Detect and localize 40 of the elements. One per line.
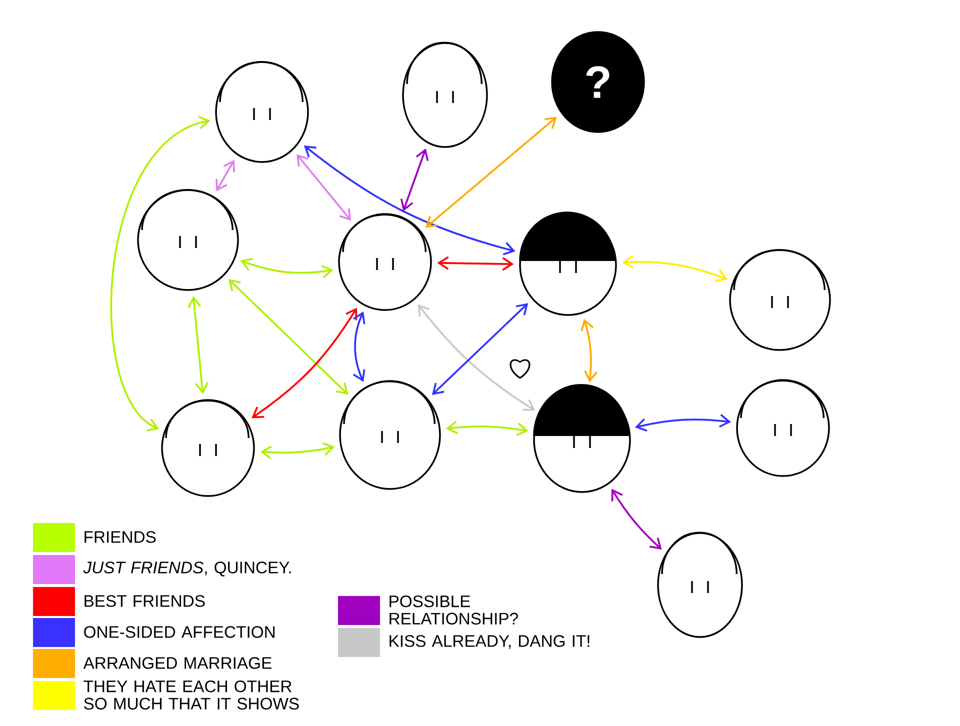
arrow [437, 256, 514, 271]
arrow [240, 258, 334, 278]
arrow [446, 420, 528, 436]
legend-text: ARRANGED MARRIAGE [83, 657, 272, 669]
arrow [296, 154, 352, 221]
arrow [418, 304, 536, 411]
legend-text: JUST FRIENDS, QUINCEY. [83, 562, 291, 576]
arrow [622, 255, 728, 282]
arrow [188, 296, 209, 394]
arrow [425, 116, 557, 228]
legend-text: BEST FRIENDS [84, 595, 205, 607]
face-drawing [519, 212, 617, 316]
face-drawing [402, 42, 488, 148]
face-drawing [137, 189, 239, 291]
legend-text: THEY HATE EACH OTHER SO MUCH THAT IT SHOWS [84, 680, 299, 710]
face-drawing [657, 532, 743, 638]
silhouette-drawing: ? [551, 31, 645, 133]
legend-text: POSSIBLE RELATIONSHIP? [390, 595, 518, 625]
face-drawing [338, 213, 432, 311]
face-drawing [729, 249, 831, 351]
legend-text: FRIENDS [84, 531, 156, 543]
legend-text: KISS ALREADY, DANG IT! [390, 635, 590, 649]
face-drawing [215, 61, 309, 163]
face-drawing [339, 380, 441, 490]
face-drawing [533, 384, 631, 493]
arrow [611, 488, 662, 550]
face-drawing [736, 379, 830, 477]
arrow [304, 145, 516, 256]
arrow [580, 318, 598, 382]
legend-text: ONE-SIDED AFFECTION [84, 626, 275, 638]
arrow [352, 311, 366, 382]
arrow [634, 414, 732, 432]
arrow [252, 308, 358, 418]
arrow [216, 160, 236, 192]
face-drawing [161, 399, 255, 497]
arrow [432, 303, 528, 395]
arrow [110, 116, 210, 432]
arrow [228, 279, 348, 395]
arrow [260, 442, 335, 460]
arrow [400, 148, 429, 212]
